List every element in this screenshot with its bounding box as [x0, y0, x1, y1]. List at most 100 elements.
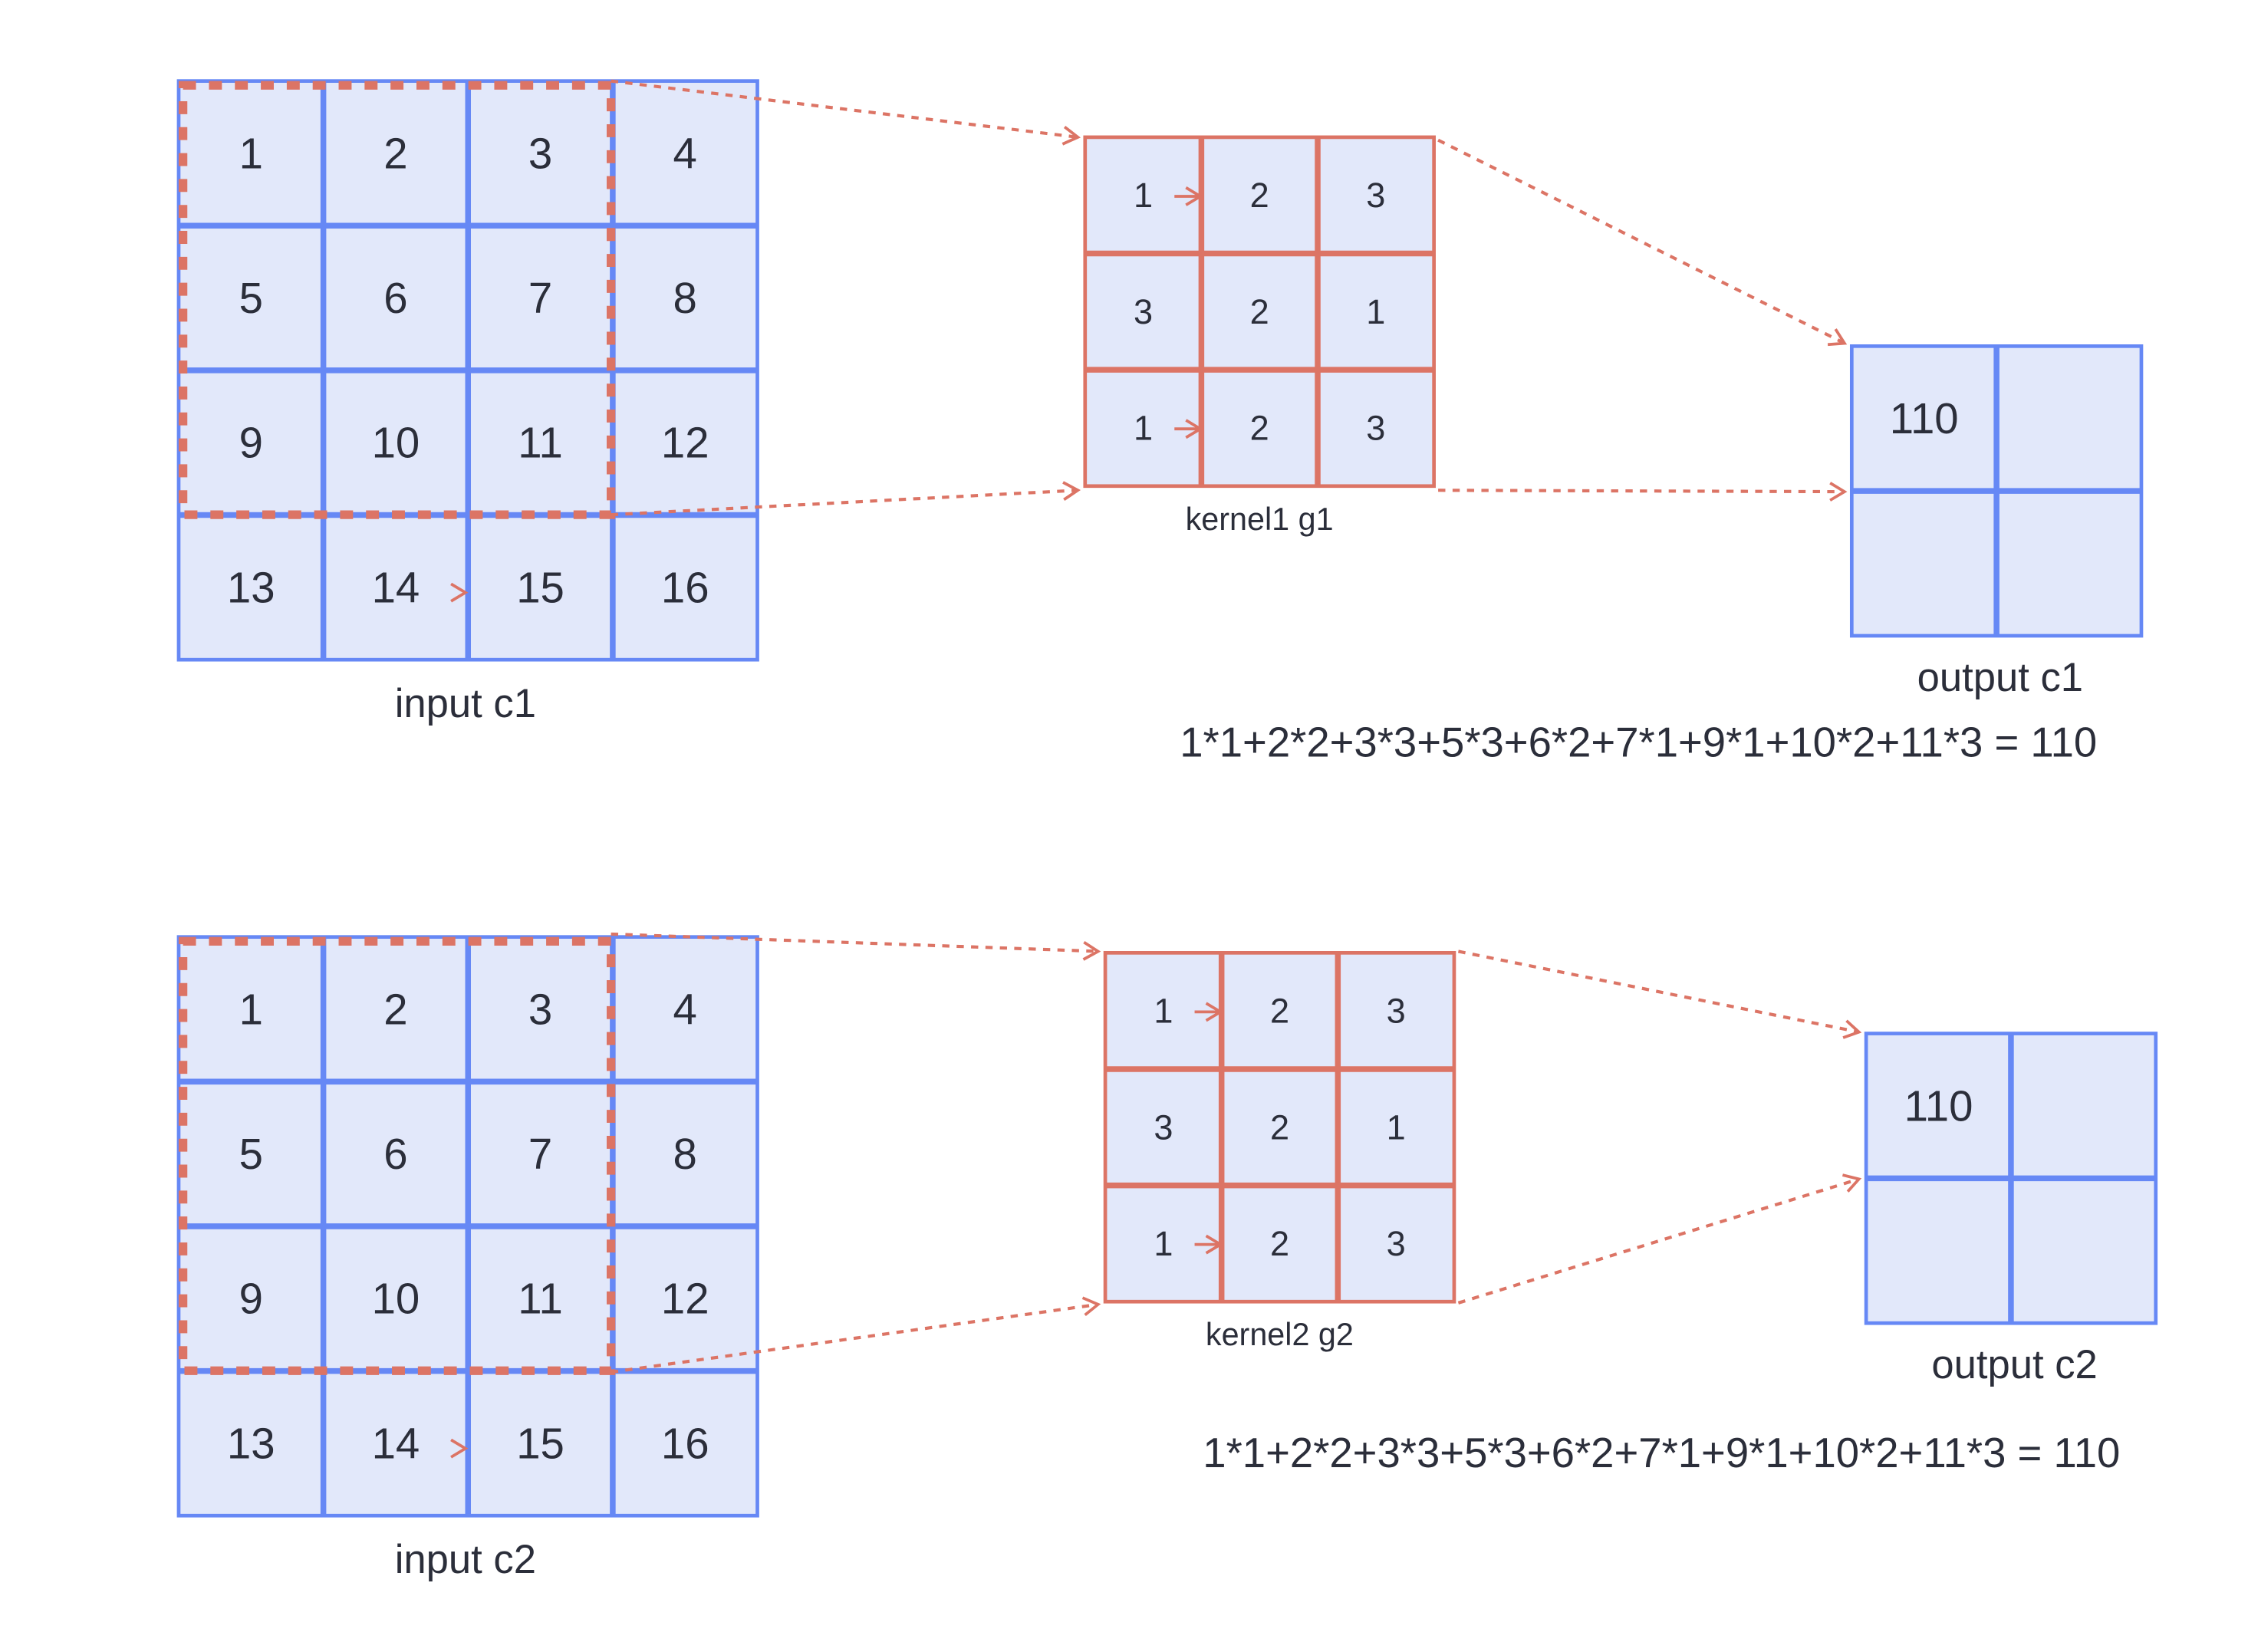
kernel-label: kernel1 g1 [1186, 502, 1334, 537]
input-cell: 10 [372, 1275, 420, 1323]
input-cell-value: 4 [673, 985, 697, 1033]
input-cell-value: 9 [239, 1275, 263, 1323]
input-cell: 14 [372, 1419, 420, 1467]
kernel-cell: 1 [1134, 176, 1153, 215]
mapping-arrow [1457, 1173, 1862, 1305]
kernel-cell: 2 [1250, 176, 1269, 215]
output-grid: 110 [1864, 1032, 2158, 1325]
input-cell-value: 10 [372, 1275, 420, 1323]
kernel-step-arrow-icon [1194, 1002, 1224, 1022]
kernel-cell-value: 3 [1387, 1224, 1406, 1263]
output-cell-value: 110 [1904, 1081, 1973, 1130]
input-cell: 5 [239, 1130, 263, 1178]
kernel-cell: 1 [1134, 408, 1153, 447]
mapping-arrow [611, 481, 1081, 517]
input-cell: 15 [516, 563, 564, 611]
input-cell-value: 5 [239, 1130, 263, 1178]
output-cell: 110 [1904, 1081, 1973, 1130]
input-cell: 1 [239, 129, 263, 177]
input-cell: 8 [673, 1130, 697, 1178]
input-cell: 15 [516, 1419, 564, 1467]
kernel-step-arrow-icon [1194, 1234, 1224, 1255]
input-cell: 16 [661, 563, 709, 611]
kernel-cell-value: 2 [1270, 1107, 1289, 1147]
kernel-cell-value: 2 [1250, 408, 1269, 447]
kernel-cell: 1 [1154, 1224, 1173, 1263]
kernel-cell: 3 [1387, 992, 1406, 1031]
receptive-field-window [178, 81, 616, 519]
input-cell: 11 [518, 419, 563, 467]
input-cell-value: 3 [528, 985, 552, 1033]
kernel-cell: 2 [1270, 1107, 1289, 1147]
input-cell-value: 12 [661, 419, 709, 467]
output-border [1864, 1032, 2158, 1325]
input-cell-value: 11 [518, 1275, 563, 1323]
mapping-arrow [611, 932, 1101, 961]
equation: 1*1+2*2+3*3+5*3+6*2+7*1+9*1+10*2+11*3 = … [1203, 1430, 2120, 1476]
input-cell-value: 7 [528, 1130, 552, 1178]
kernel-background [1085, 137, 1434, 486]
input-cell: 1 [239, 985, 263, 1033]
kernel-cell: 3 [1154, 1107, 1173, 1147]
input-cell: 8 [673, 274, 697, 322]
kernel-cell-value: 2 [1270, 1224, 1289, 1263]
input-cell-value: 7 [528, 274, 552, 322]
input-cell-value: 14 [372, 1419, 420, 1467]
input-cell-value: 14 [372, 563, 420, 611]
input-cell-value: 2 [383, 985, 407, 1033]
input-cell: 16 [661, 1419, 709, 1467]
kernel-cell: 2 [1270, 992, 1289, 1031]
kernel-border [1103, 950, 1456, 1304]
stride-arrow-icon [450, 1438, 469, 1459]
input-cell-value: 16 [661, 1419, 709, 1467]
output-border [1849, 344, 2144, 638]
input-cell-value: 15 [516, 563, 564, 611]
input-cell: 2 [383, 129, 407, 177]
kernel-cell-value: 1 [1154, 992, 1173, 1031]
input-label: input c2 [395, 1537, 536, 1582]
input-cell-value: 13 [227, 1419, 275, 1467]
kernel-cell-value: 1 [1134, 176, 1153, 215]
kernel-border [1083, 135, 1436, 489]
input-cell-value: 4 [673, 129, 697, 177]
kernel-cell-value: 2 [1270, 992, 1289, 1031]
kernel-cell-value: 1 [1366, 292, 1385, 331]
input-cell: 10 [372, 419, 420, 467]
kernel-cell-value: 3 [1154, 1107, 1173, 1147]
equation: 1*1+2*2+3*3+5*3+6*2+7*1+9*1+10*2+11*3 = … [1180, 719, 2097, 766]
input-cell-value: 16 [661, 563, 709, 611]
mapping-arrow [1457, 949, 1862, 1039]
kernel-cell-value: 1 [1134, 408, 1153, 447]
kernel-step-arrow-icon [1174, 186, 1203, 206]
kernel-cell: 2 [1270, 1224, 1289, 1263]
output-cell-value: 110 [1890, 394, 1959, 443]
input-cell: 12 [661, 1275, 709, 1323]
input-cell: 13 [227, 1419, 275, 1467]
input-cell: 6 [383, 274, 407, 322]
kernel-background [1105, 953, 1454, 1302]
kernel-cell: 1 [1387, 1107, 1406, 1147]
input-cell-value: 6 [383, 274, 407, 322]
output-label: output c2 [1931, 1342, 2097, 1387]
kernel-cell-value: 3 [1366, 176, 1385, 215]
input-cell: 12 [661, 419, 709, 467]
mapping-arrow [1437, 138, 1848, 347]
kernel-cell-value: 3 [1366, 408, 1385, 447]
kernel-cell-value: 3 [1387, 992, 1406, 1031]
input-cell: 3 [528, 985, 552, 1033]
input-cell-value: 2 [383, 129, 407, 177]
input-cell-value: 15 [516, 1419, 564, 1467]
kernel-cell-value: 2 [1250, 176, 1269, 215]
kernel-step-arrow-icon [1174, 419, 1203, 439]
input-cell: 7 [528, 274, 552, 322]
output-label: output c1 [1917, 655, 2083, 700]
input-cell-value: 3 [528, 129, 552, 177]
input-cell-value: 1 [239, 985, 263, 1033]
input-cell: 14 [372, 563, 420, 611]
kernel-cell: 3 [1366, 176, 1385, 215]
